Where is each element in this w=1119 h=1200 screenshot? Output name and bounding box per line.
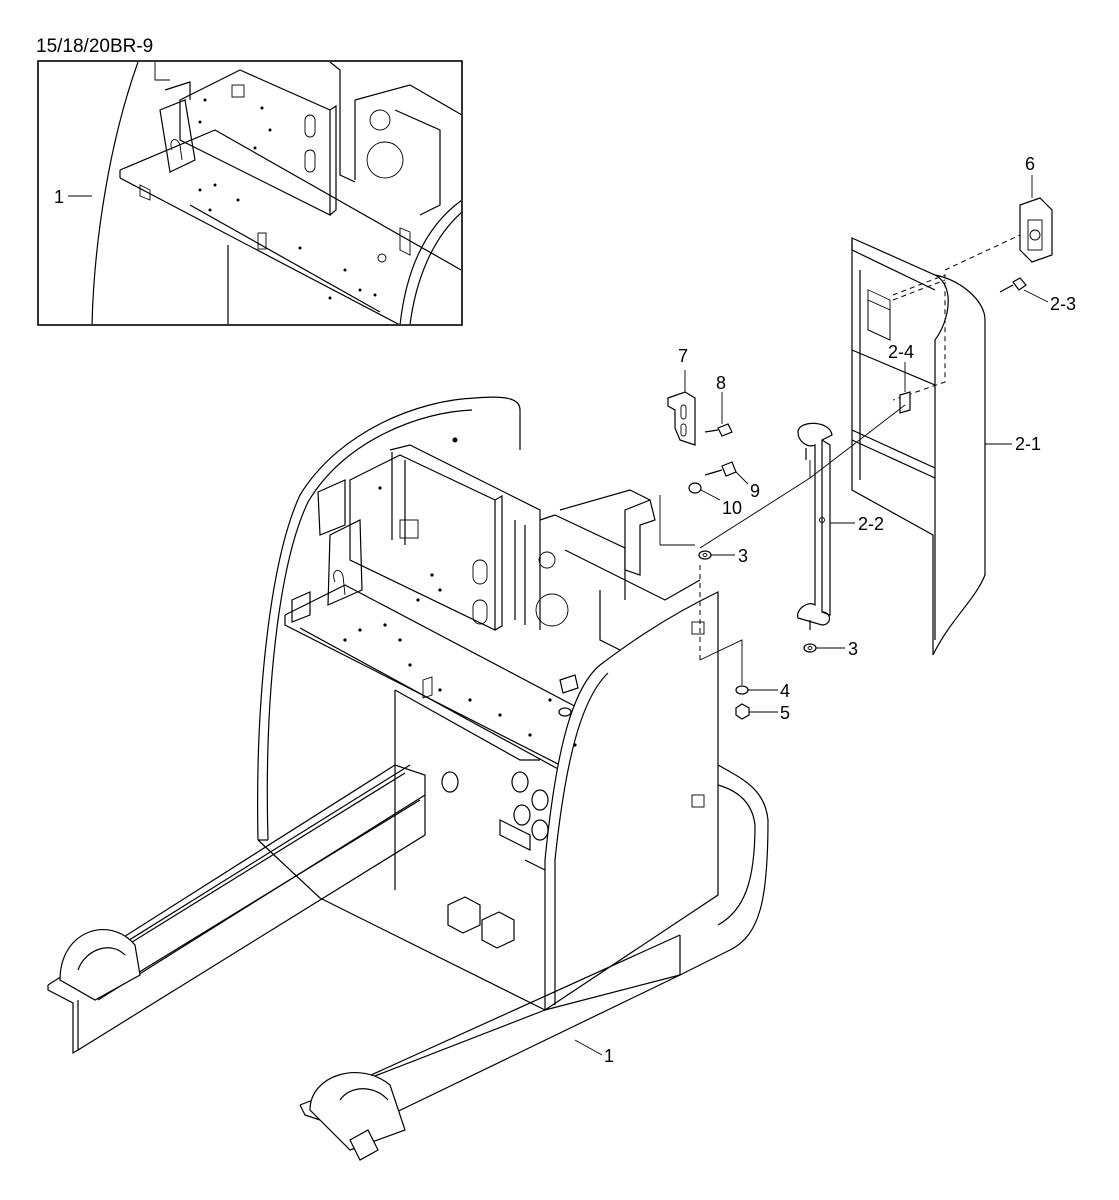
- callout-cover-label: 2-1: [1015, 434, 1041, 454]
- washer-nut-parts: [735, 685, 750, 720]
- callout-plate: 7: [678, 346, 688, 392]
- callout-washer-upper-label: 3: [738, 546, 748, 566]
- callout-screw-label: 8: [716, 373, 726, 393]
- washer-10-part: [688, 482, 702, 494]
- callout-washer-upper: 3: [711, 546, 748, 566]
- plate-installed: [624, 499, 656, 576]
- callout-latch: 6: [1025, 154, 1035, 198]
- callout-nut-label: 5: [780, 703, 790, 723]
- main-frame: [47, 396, 769, 1161]
- callout-bolt: 9: [735, 471, 760, 501]
- callout-washer-label: 4: [780, 681, 790, 701]
- bolt-part: [704, 461, 737, 477]
- latch-part: [1019, 197, 1053, 263]
- callout-bolt-label: 9: [750, 481, 760, 501]
- inset-frame-drawing: [91, 62, 461, 324]
- callout-plate-label: 7: [678, 346, 688, 366]
- callout-bolt-2-3-label: 2-3: [1050, 294, 1076, 314]
- callout-clip-label: 2-4: [888, 342, 914, 362]
- callout-inset-frame: 1: [54, 187, 92, 207]
- callout-frame: 1: [574, 1039, 614, 1066]
- callout-washer: 4: [748, 681, 790, 701]
- callout-bolt-2-3: 2-3: [1023, 289, 1076, 314]
- callout-bracket-label: 2-2: [858, 514, 884, 534]
- cover-assembly: [851, 234, 1021, 656]
- bolt-2-3-part: [999, 277, 1027, 293]
- callout-washer-lower: 3: [816, 639, 858, 659]
- callout-cover: 2-1: [985, 434, 1041, 454]
- inset-frame-border: [37, 60, 463, 326]
- callout-nut: 5: [749, 703, 790, 723]
- plate-part: [667, 391, 696, 446]
- callout-inset-frame-label: 1: [54, 187, 64, 207]
- callout-latch-label: 6: [1025, 154, 1035, 174]
- callout-washer-10-label: 10: [722, 498, 742, 518]
- callout-washer-lower-label: 3: [848, 639, 858, 659]
- callout-clip: 2-4: [888, 342, 914, 392]
- assembly-lines: [659, 404, 906, 685]
- callout-screw: 8: [716, 373, 726, 424]
- rollers: [441, 771, 549, 851]
- bracket-part: [796, 422, 833, 630]
- inset-detail: [37, 60, 463, 326]
- screw-part: [704, 423, 733, 437]
- model-label: 15/18/20BR-9: [36, 36, 153, 57]
- callout-washer-10: 10: [700, 489, 742, 518]
- washer-lower-part: [803, 643, 817, 653]
- washer-upper-part: [698, 550, 712, 560]
- callout-frame-label: 1: [604, 1046, 614, 1066]
- callout-bracket: 2-2: [830, 514, 884, 534]
